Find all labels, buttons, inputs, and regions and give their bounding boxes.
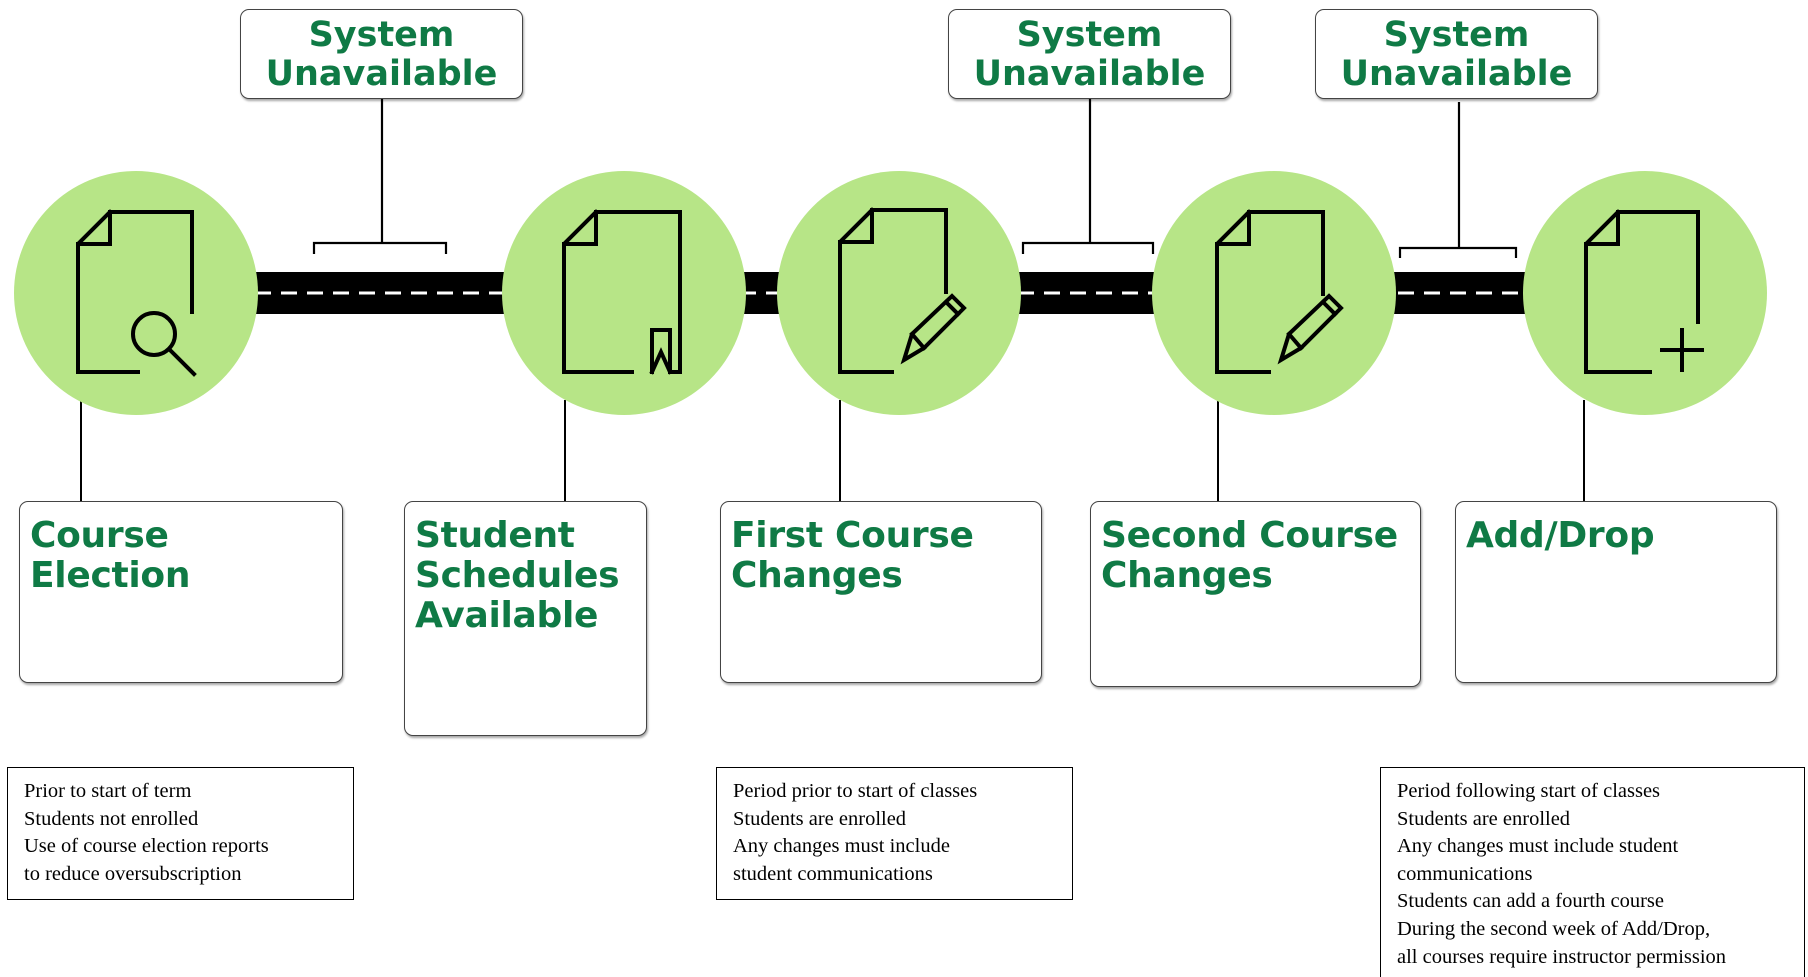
note-line: Students are enrolled bbox=[1397, 807, 1571, 830]
document-search-icon bbox=[76, 209, 197, 377]
note-line: Use of course election reports bbox=[24, 835, 269, 858]
note-line: all courses require instructor permissio… bbox=[1397, 945, 1727, 968]
note-box: Period prior to start of classes Student… bbox=[716, 767, 1073, 900]
system-unavailable-line: Unavailable bbox=[1340, 54, 1573, 94]
system-unavailable-line: Unavailable bbox=[265, 54, 498, 94]
note-line: Students not enrolled bbox=[24, 807, 199, 830]
stage-title-line: Changes bbox=[1101, 555, 1273, 596]
note-line: During the second week of Add/Drop, bbox=[1397, 917, 1711, 940]
stage-box-course-election: Course Election bbox=[19, 501, 343, 683]
document-bookmark-icon bbox=[562, 209, 682, 375]
stage-title-line: First Course bbox=[731, 515, 974, 556]
stage-box-first-course-changes: First Course Changes bbox=[720, 501, 1042, 683]
system-unavailable-box: System Unavailable bbox=[948, 9, 1231, 99]
stage-title-line: Changes bbox=[731, 555, 903, 596]
system-unavailable-line: System bbox=[308, 15, 455, 55]
stage-title-line: Available bbox=[415, 595, 599, 636]
stage-box-second-course-changes: Second Course Changes bbox=[1090, 501, 1421, 687]
unavailable-bracket bbox=[1398, 102, 1518, 258]
note-line: Period prior to start of classes bbox=[733, 780, 978, 802]
stage-circle bbox=[14, 171, 258, 415]
stage-title-line: Schedules bbox=[415, 555, 620, 596]
note-line: Any changes must include student bbox=[1397, 835, 1679, 858]
unavailable-bracket bbox=[312, 97, 448, 254]
stage-title-line: Election bbox=[30, 555, 191, 596]
stage-circle bbox=[1523, 171, 1767, 415]
stage-box-add-drop: Add/Drop bbox=[1455, 501, 1777, 683]
note-line: student communications bbox=[733, 862, 933, 885]
note-line: to reduce oversubscription bbox=[24, 862, 242, 885]
note-line: Students can add a fourth course bbox=[1397, 890, 1664, 913]
unavailable-bracket bbox=[1021, 97, 1155, 254]
system-unavailable-box: System Unavailable bbox=[240, 9, 523, 99]
note-line: Students are enrolled bbox=[733, 807, 907, 830]
document-add-icon bbox=[1584, 209, 1704, 374]
note-line: Prior to start of term bbox=[24, 780, 192, 802]
road-segment bbox=[250, 272, 510, 314]
system-unavailable-line: System bbox=[1383, 15, 1530, 55]
stage-title-line: Add/Drop bbox=[1466, 515, 1655, 556]
note-box: Period following start of classes Studen… bbox=[1380, 767, 1805, 977]
stage-circle bbox=[502, 171, 746, 415]
system-unavailable-box: System Unavailable bbox=[1315, 9, 1598, 99]
road-segment bbox=[1010, 272, 1180, 314]
system-unavailable-line: Unavailable bbox=[973, 54, 1206, 94]
note-line: Any changes must include bbox=[733, 835, 950, 858]
stage-title-line: Second Course bbox=[1101, 515, 1398, 556]
stage-title-line: Course bbox=[30, 515, 169, 556]
document-edit-icon bbox=[1215, 209, 1344, 374]
stage-title-line: Student bbox=[415, 515, 575, 556]
note-line: Period following start of classes bbox=[1397, 780, 1661, 802]
note-box: Prior to start of term Students not enro… bbox=[7, 767, 354, 900]
stage-connectors bbox=[80, 400, 1585, 502]
system-unavailable-line: System bbox=[1016, 15, 1163, 55]
stage-box-student-schedules: Student Schedules Available bbox=[404, 501, 647, 736]
stage-circle bbox=[777, 171, 1021, 415]
note-line: communications bbox=[1397, 862, 1533, 885]
document-edit-icon bbox=[838, 207, 967, 374]
stage-circle bbox=[1152, 171, 1396, 415]
